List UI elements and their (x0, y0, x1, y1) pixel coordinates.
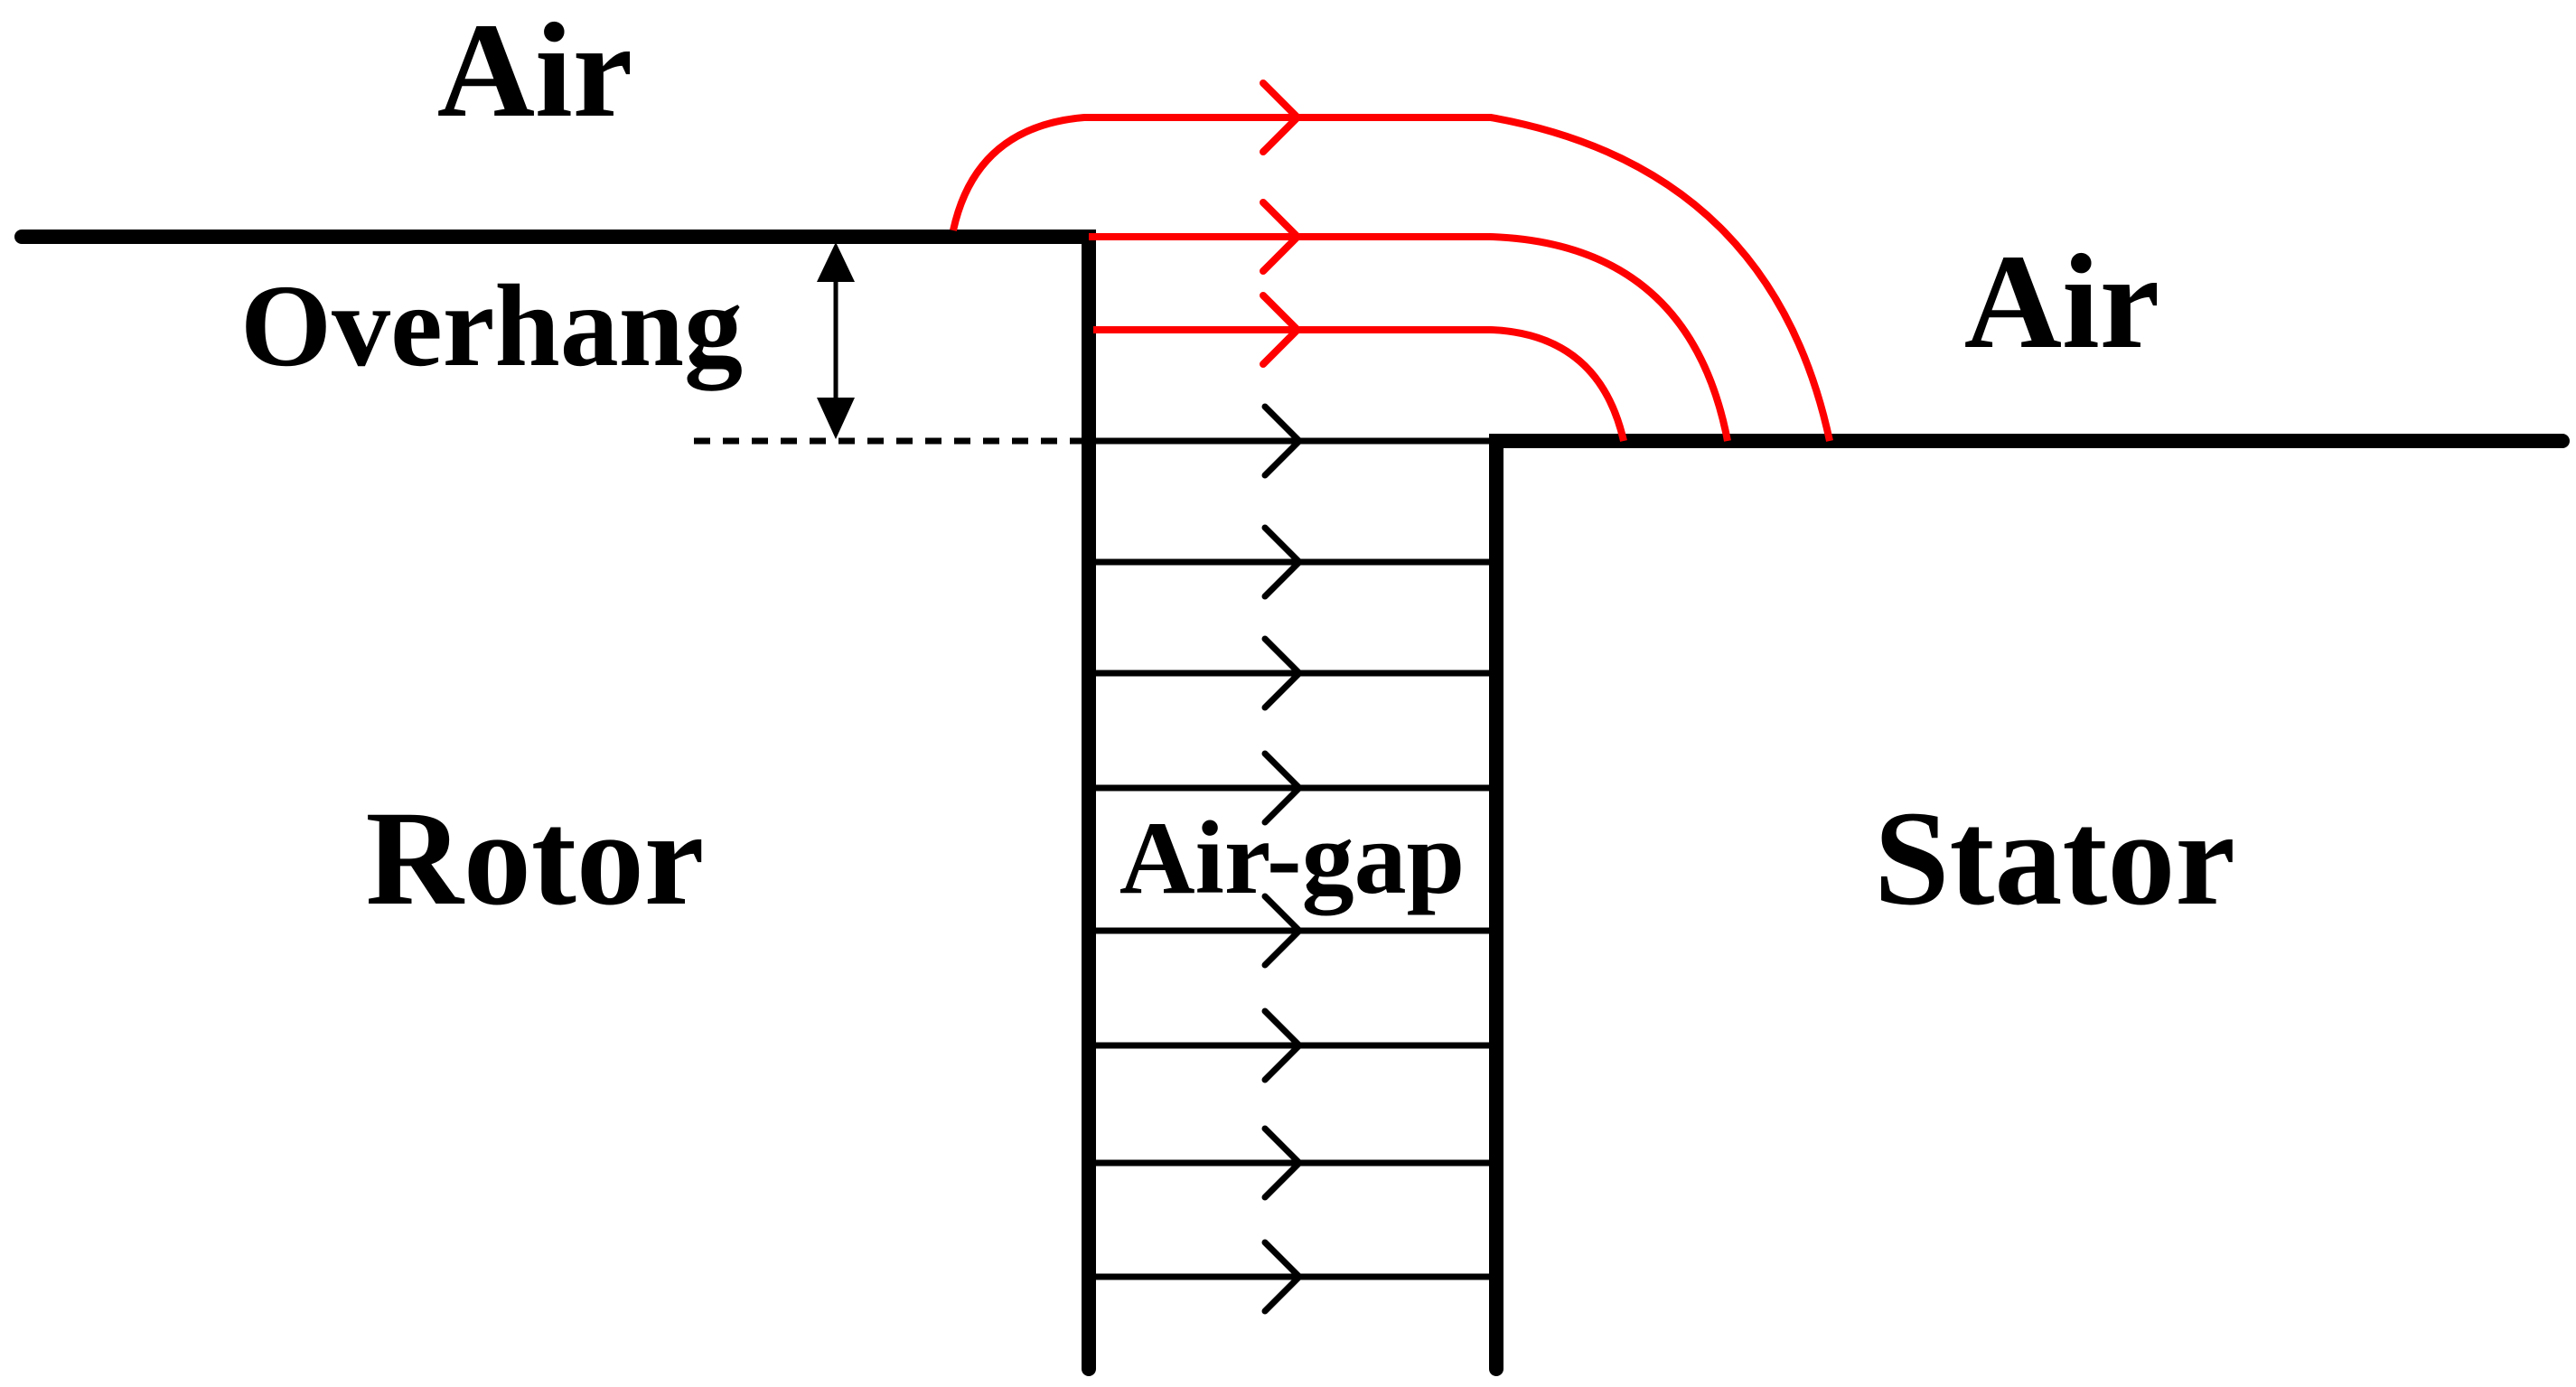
gap-flux-arrowheads (1261, 403, 1304, 1315)
arrow-right-icon (1261, 1239, 1304, 1315)
air-label-top-left: Air (437, 0, 633, 145)
rotor-label: Rotor (366, 783, 705, 933)
fringing-flux-line (1089, 233, 1731, 442)
arrow-right-icon (1260, 292, 1303, 368)
overhang-label: Overhang (240, 261, 743, 391)
fringing-flux-arrowheads (1260, 80, 1303, 368)
arrow-right-icon (1261, 750, 1304, 826)
arrow-right-icon (1261, 635, 1304, 711)
air-gap-label: Air-gap (1119, 801, 1465, 916)
arrow-right-icon (1261, 1125, 1304, 1201)
gap-flux-lines (1096, 437, 1491, 1280)
air-label-top-right: Air (1964, 227, 2160, 377)
fringing-flux-line (1093, 326, 1627, 442)
arrow-right-icon (1261, 1007, 1304, 1083)
stator-outline (1489, 434, 2570, 1376)
arrow-right-icon (1261, 524, 1304, 600)
stator-label: Stator (1874, 783, 2235, 933)
arrowhead-down-icon (817, 398, 855, 439)
arrow-right-icon (1260, 80, 1303, 155)
fringing-flux-lines (950, 114, 1833, 442)
arrow-right-icon (1260, 199, 1303, 275)
fringing-flux-line (950, 114, 1833, 442)
arrow-right-icon (1261, 403, 1304, 479)
arrow-right-icon (1261, 893, 1304, 969)
arrowhead-up-icon (817, 242, 855, 282)
overhang-dimension-arrow (817, 242, 855, 439)
